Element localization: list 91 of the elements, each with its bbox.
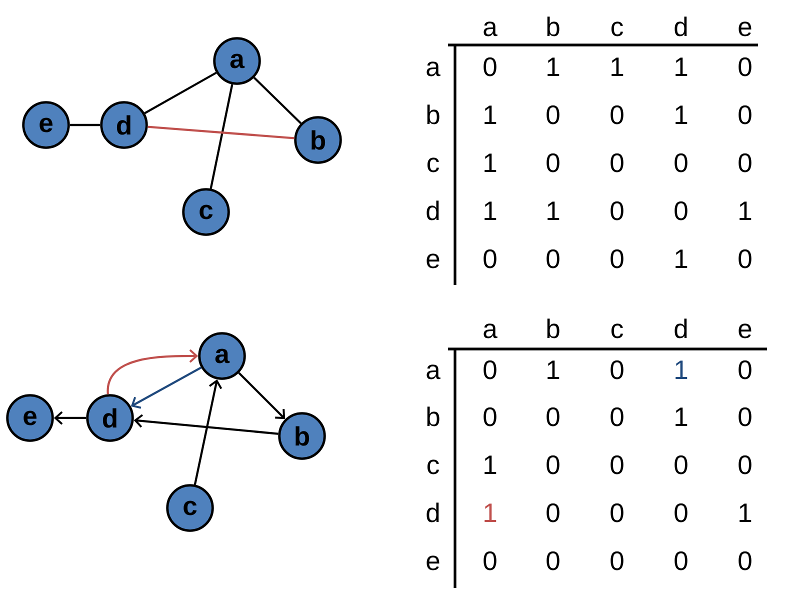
edge-line	[253, 76, 302, 124]
matrix-entry: 0	[484, 57, 496, 76]
matrix-entry: 0	[610, 201, 624, 220]
matrix-entry: 0	[610, 153, 624, 172]
matrix-entry: 0	[484, 360, 496, 380]
matrix-entry: 1	[740, 504, 752, 522]
matrix-entry: 0	[546, 455, 560, 474]
matrix-entry: 0	[610, 249, 624, 268]
matrix-entry: 0	[610, 105, 624, 124]
column-header: c	[611, 324, 623, 338]
matrix-entry: 0	[674, 455, 688, 474]
matrix-entry: 0	[674, 153, 688, 172]
graph-vertex: a	[198, 332, 246, 380]
matrix-entry: 1	[740, 202, 752, 220]
edge-line	[210, 84, 234, 189]
matrix-entry: 0	[546, 551, 560, 570]
matrix-entry: 1	[548, 58, 560, 76]
column-header: a	[484, 324, 498, 338]
matrix-entry: 0	[546, 503, 560, 522]
matrix-entry: 0	[546, 407, 560, 426]
column-header: e	[738, 22, 752, 36]
row-header: d	[426, 200, 439, 220]
matrix-entry: 0	[738, 360, 752, 380]
graph-vertex: a	[213, 37, 261, 85]
matrix-entry: 1	[484, 504, 496, 522]
row-header: c	[427, 460, 439, 474]
matrix-entry: 0	[484, 407, 496, 426]
matrix-entry: 1	[676, 360, 688, 379]
matrix-entry: 1	[676, 408, 688, 426]
matrix-entry: 1	[548, 202, 560, 220]
arrow	[194, 379, 222, 485]
graph-vertex: e	[6, 394, 54, 442]
matrix-entry: 0	[610, 551, 624, 570]
column-header: d	[674, 16, 687, 36]
matrix-entry: 1	[484, 154, 496, 172]
matrix-entry: 0	[674, 201, 688, 220]
matrix-entry: 0	[738, 455, 752, 474]
graph-vertex: b	[278, 412, 326, 460]
edge-line	[148, 126, 294, 140]
column-header: e	[738, 324, 752, 338]
row-header: e	[426, 556, 440, 570]
row-header: d	[426, 502, 439, 522]
matrix-entry: 0	[484, 551, 496, 570]
matrix-entry: 0	[546, 153, 560, 172]
matrix-entry: 0	[738, 407, 752, 426]
graph-vertex: d	[86, 394, 134, 442]
row-header: c	[427, 158, 439, 172]
matrix-entry: 0	[738, 249, 752, 268]
matrix-entry: 0	[738, 153, 752, 172]
matrix-entry: 0	[738, 551, 752, 570]
row-header: a	[426, 62, 440, 76]
matrix-entry: 1	[484, 202, 496, 220]
graph-vertex: b	[294, 116, 342, 164]
matrix-entry: 1	[676, 106, 688, 124]
matrix-entry: 0	[674, 503, 688, 522]
matrix-entry: 0	[610, 503, 624, 522]
column-header: a	[484, 22, 498, 36]
matrix-entry: 0	[546, 105, 560, 124]
edge-line	[70, 124, 100, 126]
row-header: b	[427, 104, 440, 124]
matrix-entry: 0	[610, 360, 624, 380]
graph-vertex: c	[182, 188, 230, 236]
matrix-entry: 0	[738, 57, 752, 76]
arrow	[106, 349, 198, 394]
edge-line	[144, 72, 217, 114]
column-header: c	[611, 22, 623, 36]
matrix-entry: 0	[546, 249, 560, 268]
matrix-entry: 0	[674, 551, 688, 570]
row-header: b	[427, 406, 440, 426]
graph-vertex: d	[100, 101, 148, 149]
matrix-entry: 0	[610, 407, 624, 426]
arrow	[54, 411, 86, 425]
matrix-entry: 1	[676, 58, 688, 76]
matrix-entry: 1	[676, 250, 688, 268]
matrix-entry: 0	[484, 249, 496, 268]
matrix-entry: 0	[610, 455, 624, 474]
arrow	[238, 372, 286, 420]
column-header: b	[547, 16, 560, 36]
matrix-entry: 1	[484, 106, 496, 124]
arrow	[134, 414, 278, 435]
matrix-entry: 1	[484, 456, 496, 474]
graph-vertex: c	[166, 484, 214, 532]
column-header: b	[547, 318, 560, 338]
graph-vertex: e	[22, 101, 70, 149]
row-header: e	[426, 254, 440, 268]
arrow	[130, 366, 202, 409]
row-header: a	[426, 364, 440, 380]
matrix-entry: 0	[738, 105, 752, 124]
column-header: d	[674, 318, 687, 338]
matrix-entry: 1	[548, 360, 560, 379]
matrix-entry: 1	[612, 58, 624, 76]
